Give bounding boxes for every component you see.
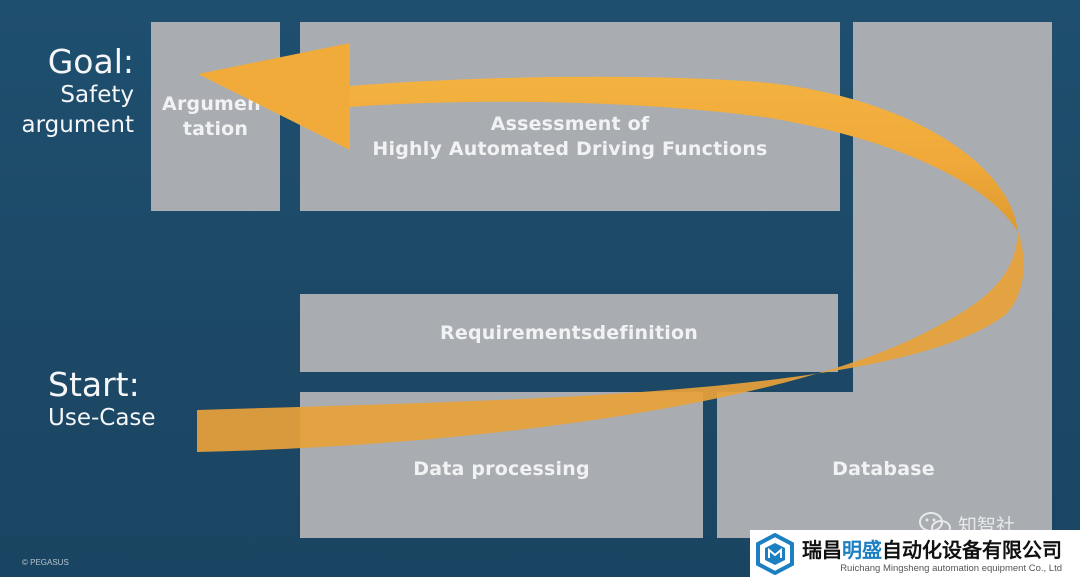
assessment-label-line1: Assessment of (490, 112, 650, 135)
requirements-label: Requirementsdefinition (440, 321, 698, 344)
arrow-lower-band (197, 232, 1024, 452)
requirements-box: Requirementsdefinition (300, 294, 838, 372)
data-processing-label: Data processing (413, 457, 590, 480)
database-box: Database (717, 392, 1052, 538)
start-sub: Use-Case (48, 405, 156, 431)
company-banner: 瑞昌明盛自动化设备有限公司 Ruichang Mingsheng automat… (750, 530, 1080, 577)
arrow-head (198, 43, 350, 150)
copyright-text: © PEGASUS (22, 558, 69, 567)
mingsheng-logo-icon (756, 532, 794, 575)
database-label: Database (832, 457, 935, 480)
argumentation-label-line1: Argumen- (162, 92, 269, 115)
company-name-highlight: 明盛 (842, 537, 882, 562)
company-english-name: Ruichang Mingsheng automation equipment … (840, 562, 1062, 574)
company-name-part2: 自动化设备有限公司 (882, 537, 1062, 562)
start-label: Start: Use-Case (48, 365, 156, 434)
company-name: 瑞昌明盛自动化设备有限公司 (802, 534, 1062, 563)
assessment-label-line2: Highly Automated Driving Functions (372, 137, 768, 160)
company-name-part1: 瑞昌 (802, 537, 842, 562)
goal-line2: argument (21, 111, 134, 138)
arrow-upper-band (350, 76, 1018, 232)
start-title: Start: (48, 365, 140, 404)
goal-title: Goal: (47, 42, 134, 81)
goal-line1: Safety (60, 82, 134, 108)
goal-label: Goal: Safety argument (8, 42, 134, 141)
argumentation-label-line2: tation (182, 117, 249, 140)
argumentation-box: Argumen- tation (151, 22, 280, 211)
assessment-box: Assessment of Highly Automated Driving F… (300, 22, 840, 211)
